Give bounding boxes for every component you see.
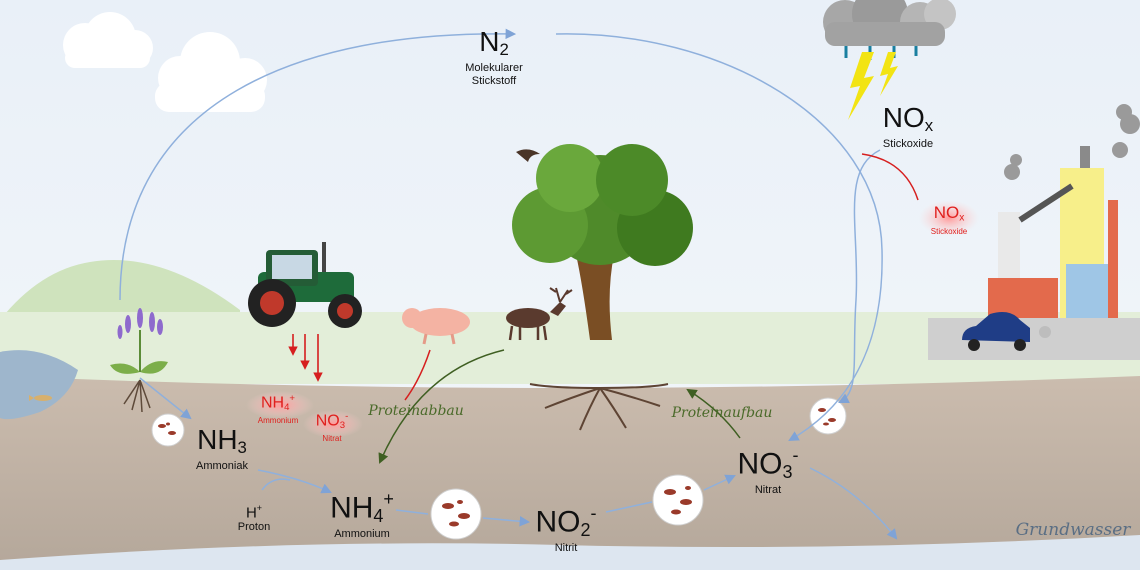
nh4-formula: NH	[330, 491, 374, 525]
n2-name-line2: Stickstoff	[471, 74, 517, 87]
arrow-bacteria-to-no3	[703, 474, 736, 491]
n2-label: N2 Molekularer Stickstoff	[465, 28, 522, 87]
no3-subscript: 3	[782, 462, 793, 483]
proton-name: Proton	[237, 521, 271, 534]
arrow-n2-to-no3	[555, 33, 883, 442]
nox-name: Stickoxide	[882, 137, 934, 150]
nitrate-fertilizer-glow	[303, 410, 363, 438]
deer-icon	[506, 287, 573, 341]
no3-charge: -	[792, 445, 799, 465]
nh4-label: NH4+ Ammonium	[330, 490, 394, 540]
no3-fertilizer-formula: NO	[315, 412, 340, 430]
fertilizer-arrows	[288, 334, 323, 382]
nh4-charge: +	[383, 489, 394, 509]
no2-charge: -	[590, 503, 597, 523]
no2-label: NO2- Nitrit	[535, 504, 596, 554]
no3-fertilizer-subscript: 3	[339, 420, 346, 432]
proteinaufbau-label: Proteinaufbau	[671, 405, 773, 421]
n2-subscript: 2	[499, 40, 509, 60]
nh4-name: Ammonium	[334, 528, 390, 541]
cycle-arrows	[119, 28, 898, 540]
no3-formula: NO	[737, 447, 783, 481]
arrow-nox-to-no3	[838, 149, 881, 403]
nh4-subscript: 4	[373, 506, 384, 527]
arrow-no3-to-groundwater	[809, 467, 898, 540]
arrow-bacteria-to-no2	[482, 516, 531, 527]
nh4-fertilizer-subscript: 4	[284, 402, 290, 414]
lake	[0, 350, 78, 420]
nox-formula: NO	[882, 102, 925, 133]
nh4-fertilizer-label: NH4+ Ammonium	[258, 394, 298, 425]
nox-subscript: x	[924, 116, 934, 136]
bird-icon	[516, 149, 540, 162]
no3-fertilizer-charge: -	[345, 411, 349, 422]
nh3-label: NH3 Ammoniak	[196, 426, 248, 472]
bacteria-icon	[430, 488, 482, 540]
arrow-nh3-to-nh4	[257, 469, 332, 494]
ammonium-fertilizer-glow	[246, 391, 314, 419]
arrow-plant-to-nh3	[139, 377, 192, 420]
factory-icon	[928, 104, 1140, 360]
proton-charge: +	[256, 503, 263, 513]
nox-emission-label: NOx Stickoxide	[931, 204, 967, 236]
soil	[0, 376, 1140, 570]
nox-emission-formula: NO	[933, 203, 960, 222]
nox-emission-glow	[919, 200, 979, 236]
nh4-fertilizer-formula: NH	[260, 394, 285, 412]
n2-name-line1: Molekularer	[465, 61, 523, 74]
arrow-proteinabbau	[378, 349, 505, 464]
tractor-icon	[248, 242, 362, 328]
tree-icon	[512, 144, 693, 431]
nh3-subscript: 3	[237, 438, 247, 458]
protein-arrows	[378, 153, 919, 464]
no2-name: Nitrit	[554, 542, 578, 555]
proton-formula: H	[245, 504, 257, 522]
arrow-nh4-to-bacteria	[395, 509, 429, 515]
nh4-fertilizer-charge: +	[289, 393, 296, 404]
nox-label: NOx Stickoxide	[883, 104, 933, 150]
nox-emission-name: Stickoxide	[930, 226, 968, 236]
bacteria-icon	[151, 413, 185, 447]
bacteria-icon	[809, 397, 847, 435]
nh3-name: Ammoniak	[196, 459, 248, 472]
cloud	[155, 32, 267, 112]
nh4-fertilizer-name: Ammonium	[257, 415, 299, 425]
car-icon	[962, 312, 1051, 351]
arrow-plant-to-n2	[119, 28, 517, 301]
arrow-no2-to-bacteria	[605, 501, 653, 513]
n2-formula: N	[479, 26, 500, 57]
no2-subscript: 2	[580, 520, 591, 541]
arrow-nox-emission	[861, 153, 919, 201]
proton-label: H+ Proton	[238, 504, 270, 533]
no3-name: Nitrat	[754, 484, 782, 497]
nox-emission-subscript: x	[959, 212, 965, 224]
proteinabbau-label: Proteinabbau	[368, 403, 464, 419]
nh3-formula: NH	[197, 424, 238, 455]
groundwater-layer	[0, 535, 1140, 570]
pig-icon	[402, 308, 470, 345]
no3-fertilizer-name: Nitrat	[322, 433, 342, 443]
arrow-pig-to-soil	[404, 349, 431, 401]
arrow-proteinaufbau	[686, 388, 741, 439]
groundwater-label: Grundwasser	[1015, 520, 1131, 540]
no3-label: NO3- Nitrat	[737, 446, 798, 496]
lavender-plant-icon	[110, 308, 168, 413]
cloud	[63, 12, 153, 68]
no2-formula: NO	[535, 505, 581, 539]
fish-icon	[29, 395, 52, 401]
arrow-proton-to-nh4	[261, 478, 291, 491]
bacteria-icon	[652, 474, 704, 526]
storm-cloud-icon	[823, 0, 956, 120]
no3-fertilizer-label: NO3- Nitrat	[316, 412, 349, 443]
